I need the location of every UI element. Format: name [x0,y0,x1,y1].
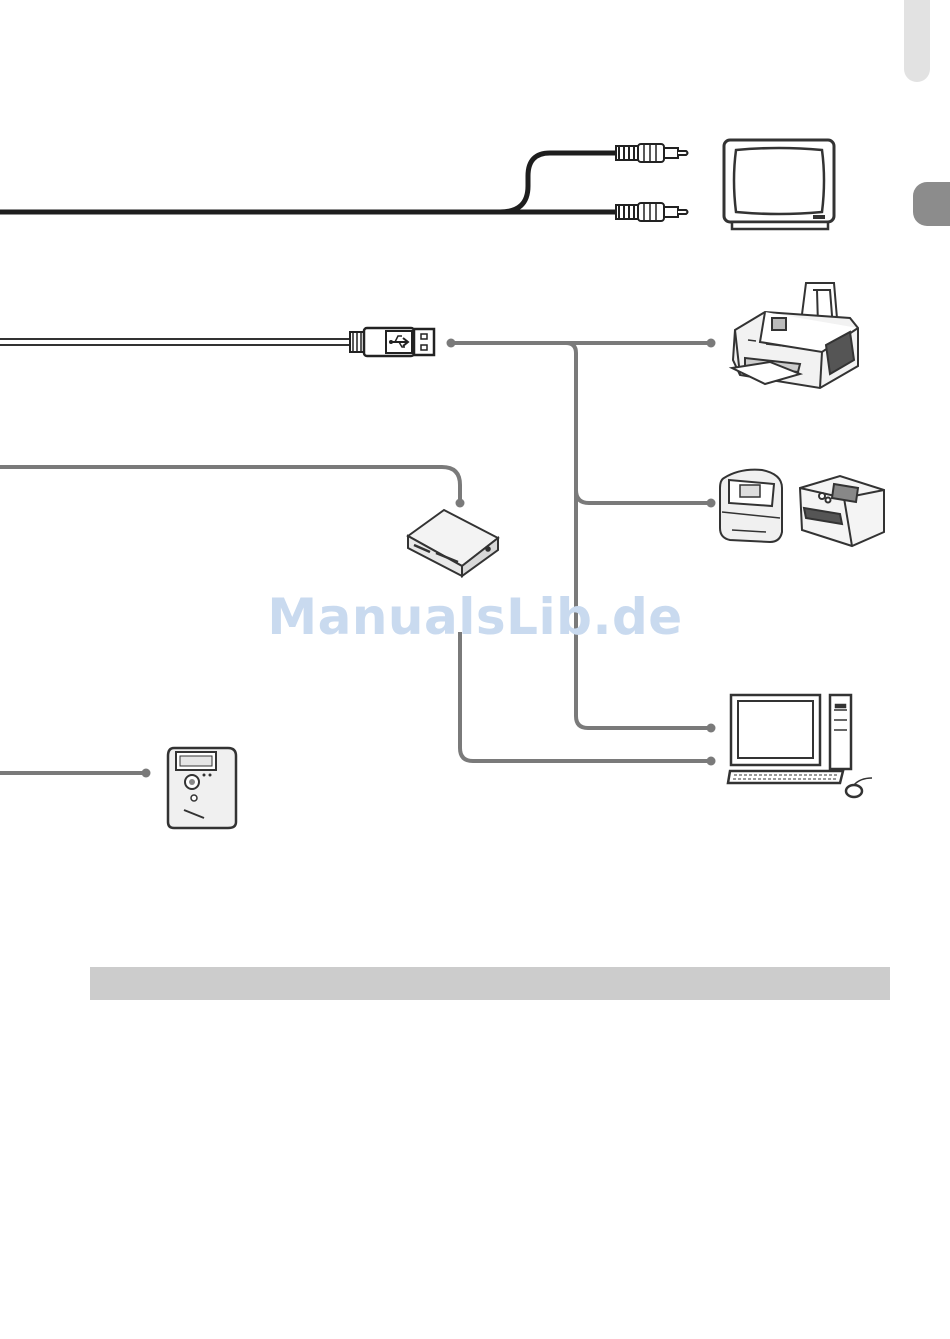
rca-plug-bottom [616,203,688,221]
desktop-computer-icon [728,695,872,797]
section-header-band [90,967,890,1000]
rca-plug-top [616,144,688,162]
connection-lines [0,343,711,773]
tv-icon [724,140,834,229]
av-cable [0,144,688,221]
usb-cable [0,328,434,356]
card-reader-icon [408,510,498,576]
compact-photo-printers-icon [720,470,884,546]
inkjet-printer-icon [732,283,858,388]
external-flash-icon [168,748,236,828]
